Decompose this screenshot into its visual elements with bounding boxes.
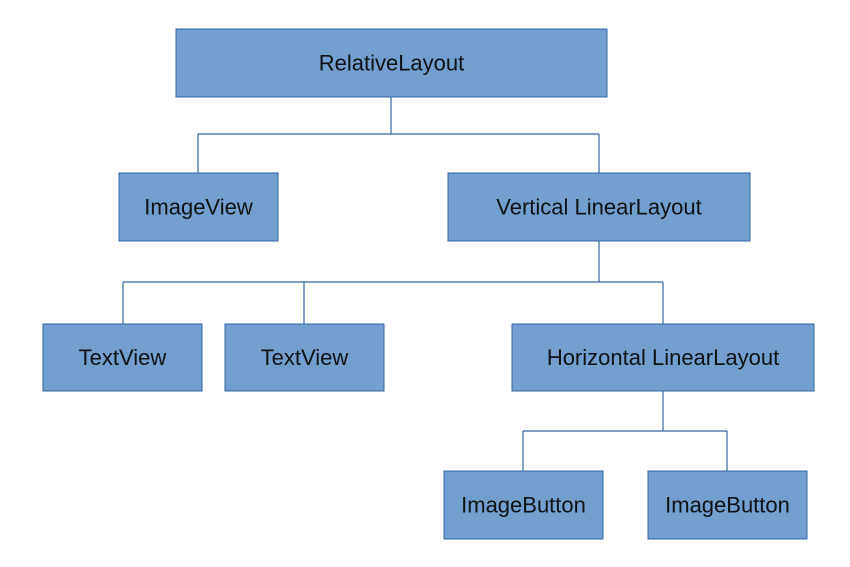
connector-group-root [197,97,600,173]
node-box [511,323,815,392]
connector-group-horizontal-layout [522,391,728,471]
node-label: ImageButton [461,493,586,518]
node-label: Vertical LinearLayout [496,195,701,220]
node-box [447,172,751,242]
node-vertical-linear-layout: Vertical LinearLayout [447,172,751,242]
node-box [118,172,279,242]
node-box [175,28,608,98]
node-label: ImageView [144,195,253,220]
node-label: ImageButton [665,493,790,518]
node-relative-layout: RelativeLayout [175,28,608,98]
node-image-button-2: ImageButton [647,470,808,540]
node-box [443,470,604,540]
node-image-button-1: ImageButton [443,470,604,540]
node-box [647,470,808,540]
node-box [224,323,385,392]
node-label: TextView [261,345,349,370]
node-label: Horizontal LinearLayout [547,345,779,370]
node-label: TextView [79,345,167,370]
node-box [42,323,203,392]
node-horizontal-linear-layout: Horizontal LinearLayout [511,323,815,392]
node-text-view-1: TextView [42,323,203,392]
connector-group-vertical-layout [122,241,664,324]
node-text-view-2: TextView [224,323,385,392]
node-image-view: ImageView [118,172,279,242]
node-label: RelativeLayout [319,51,465,76]
